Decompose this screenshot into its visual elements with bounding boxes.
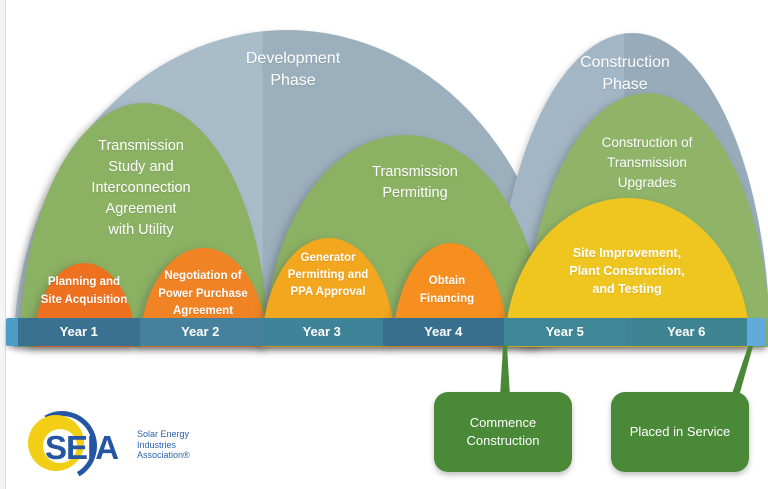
generator-permitting-label: Generator Permitting and PPA Approval — [287, 252, 369, 298]
obtain-financing-label: Obtain Financing — [419, 275, 475, 305]
commence-construction-pointer — [500, 345, 510, 393]
timeline-right-cap — [747, 318, 766, 346]
year-3-segment: Year 3 — [261, 318, 383, 346]
negotiation-ppa-label: Negotiation of Power Purchase Agreement — [158, 270, 248, 317]
site-improvement-label: Site Improvement, Plant Construction, an… — [569, 246, 685, 296]
year-2-segment: Year 2 — [139, 318, 261, 346]
logo-org-name: Solar Energy Industries Association® — [137, 429, 190, 460]
transmission-permitting-label: Transmission Permitting — [372, 164, 458, 201]
left-edge-strip — [0, 0, 6, 489]
placed-in-service-callout: Placed in Service — [611, 392, 749, 472]
construction-transmission-upgrades-label: Construction of Transmission Upgrades — [601, 135, 693, 190]
year-1-segment: Year 1 — [18, 318, 140, 346]
commence-construction-callout: Commence Construction — [434, 392, 572, 472]
placed-in-service-pointer — [732, 346, 754, 393]
planning-site-acquisition-label: Planning and Site Acquisition — [40, 276, 128, 306]
timeline-bar: Year 1 Year 2 Year 3 Year 4 Year 5 Year … — [6, 318, 766, 346]
logo-sun-core — [43, 429, 77, 463]
timeline-left-cap — [6, 318, 18, 346]
development-phase-label: Development Phase — [245, 50, 341, 89]
transmission-study-label: Transmission Study and Interconnection A… — [91, 138, 191, 238]
year-6-segment: Year 6 — [625, 318, 747, 346]
logo-abbr: SEIA — [45, 429, 119, 466]
year-4-segment: Year 4 — [382, 318, 504, 346]
construction-phase-label: Construction Phase — [580, 54, 670, 93]
year-5-segment: Year 5 — [504, 318, 626, 346]
seia-logo: SEIA Solar Energy Industries Association… — [19, 403, 228, 489]
